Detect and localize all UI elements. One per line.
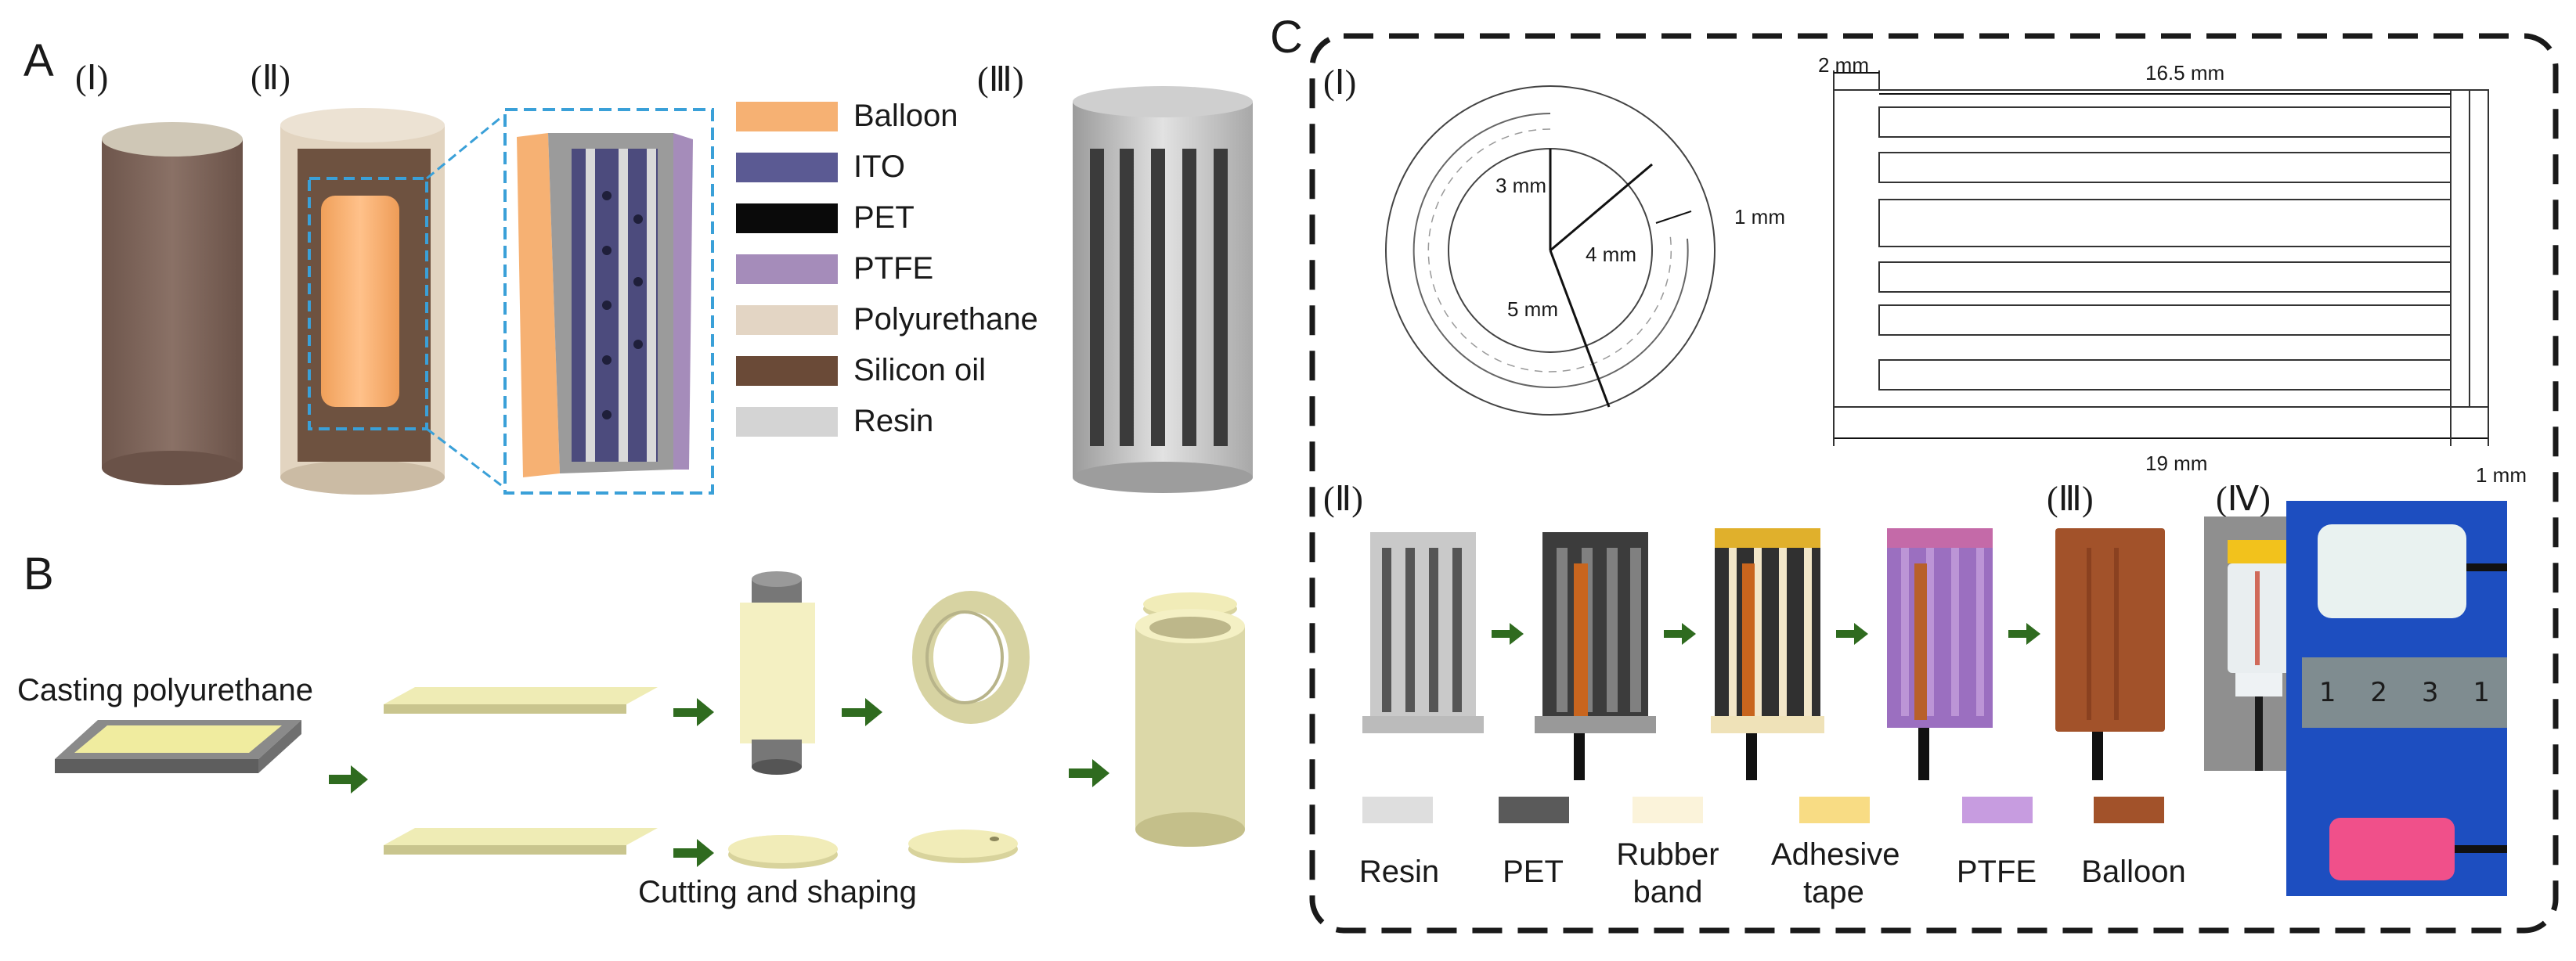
- legend-ito-label: ITO: [853, 149, 905, 184]
- swatch-pet: [1499, 797, 1569, 823]
- legend-polyurethane-label: Polyurethane: [853, 302, 1038, 337]
- panel-c-sub-i: (Ⅰ): [1323, 63, 1357, 102]
- material-resin-label: Resin: [1358, 855, 1440, 889]
- material-balloon-label: Balloon: [2081, 855, 2186, 889]
- step-resin-cage: [1362, 532, 1484, 733]
- ring: [912, 591, 1030, 724]
- panel-c-sub-iv: (Ⅳ): [2216, 480, 2271, 518]
- rolled-tube: [740, 571, 815, 775]
- dim-3mm: 3 mm: [1495, 174, 1546, 197]
- step-balloon: [2055, 528, 2165, 780]
- ruler-mark-4: 1: [2473, 677, 2491, 708]
- swatch-rubber-band: [1633, 797, 1703, 823]
- ruler-mark-3: 3: [2421, 677, 2439, 708]
- dim-gap-1mm: 1 mm: [1734, 205, 1785, 229]
- legend-pet-label: PET: [853, 200, 915, 235]
- panel-b-illustration: [55, 571, 1245, 869]
- casting-tray: [55, 720, 301, 773]
- cutting-label: Cutting and shaping: [638, 875, 917, 909]
- sheet-top: [384, 687, 658, 704]
- dim-end-1mm: 1 mm: [2476, 463, 2527, 487]
- white-device: [2318, 524, 2466, 618]
- legend-balloon-label: Balloon: [853, 99, 958, 133]
- assembly-steps: [1362, 516, 2314, 780]
- swatch-adhesive-tape: [1799, 797, 1870, 823]
- ruler: 1 2 3 1: [2302, 657, 2507, 728]
- cross-section-drawing: [1385, 85, 1716, 416]
- panel-c-sub-ii: (Ⅱ): [1323, 480, 1363, 518]
- pink-device-cable: [2455, 845, 2507, 853]
- casting-label: Casting polyurethane: [17, 673, 314, 707]
- swatch-resin: [1362, 797, 1433, 823]
- white-device-cable: [2466, 563, 2507, 571]
- panel-b-letter: B: [23, 549, 54, 599]
- dim-4mm: 4 mm: [1586, 243, 1636, 266]
- panel-a-illustration: [102, 86, 1253, 495]
- dim-top-16-5mm: 16.5 mm: [2145, 61, 2225, 85]
- panel-c-letter: C: [1270, 12, 1303, 63]
- process-arrows: [329, 698, 1109, 867]
- pink-device: [2329, 818, 2455, 880]
- legend-resin-label: Resin: [853, 404, 934, 438]
- flat-layout-drawing: [1833, 70, 2489, 446]
- legend-ptfe-label: PTFE: [853, 251, 934, 286]
- legend-silicon-oil-label: Silicon oil: [853, 353, 986, 387]
- panel-a-sub-i: (Ⅰ): [75, 59, 109, 97]
- material-rubber-band-label: Rubber band: [1616, 837, 1719, 909]
- panel-a-sub-ii: (Ⅱ): [251, 59, 290, 97]
- assembled-cup: [1135, 592, 1245, 847]
- step-ptfe: [1887, 528, 1993, 780]
- assembly-arrows: [1492, 623, 2040, 645]
- sheet-bottom: [384, 828, 658, 845]
- swatch-ptfe: [1962, 797, 2033, 823]
- resin-cage: [1073, 86, 1253, 493]
- panel-a-letter: A: [23, 35, 54, 86]
- zoom-inset: [503, 108, 714, 495]
- solid-cylinder: [102, 122, 243, 485]
- panel-a-sub-iii: (Ⅲ): [977, 60, 1024, 99]
- swatch-balloon: [2094, 797, 2164, 823]
- panel-c-sub-iii: (Ⅲ): [2047, 480, 2094, 518]
- legend-swatches: [736, 102, 838, 437]
- panel-c-frame: [1309, 33, 2559, 934]
- sample-photo: 1 2 3 1: [2286, 501, 2507, 896]
- material-ptfe-label: PTFE: [1956, 855, 2037, 889]
- ruler-mark-1: 1: [2318, 677, 2336, 708]
- dim-total-19mm: 19 mm: [2145, 452, 2208, 475]
- cutaway-cylinder: [280, 108, 502, 495]
- dim-left-2mm: 2 mm: [1818, 53, 1869, 77]
- material-pet-label: PET: [1503, 855, 1564, 889]
- dim-5mm: 5 mm: [1507, 297, 1558, 321]
- ruler-mark-2: 2: [2370, 677, 2388, 708]
- material-adhesive-tape-label: Adhesive tape: [1771, 837, 1900, 909]
- step-rubber-band: [1711, 528, 1824, 780]
- step-pet: [1535, 532, 1656, 780]
